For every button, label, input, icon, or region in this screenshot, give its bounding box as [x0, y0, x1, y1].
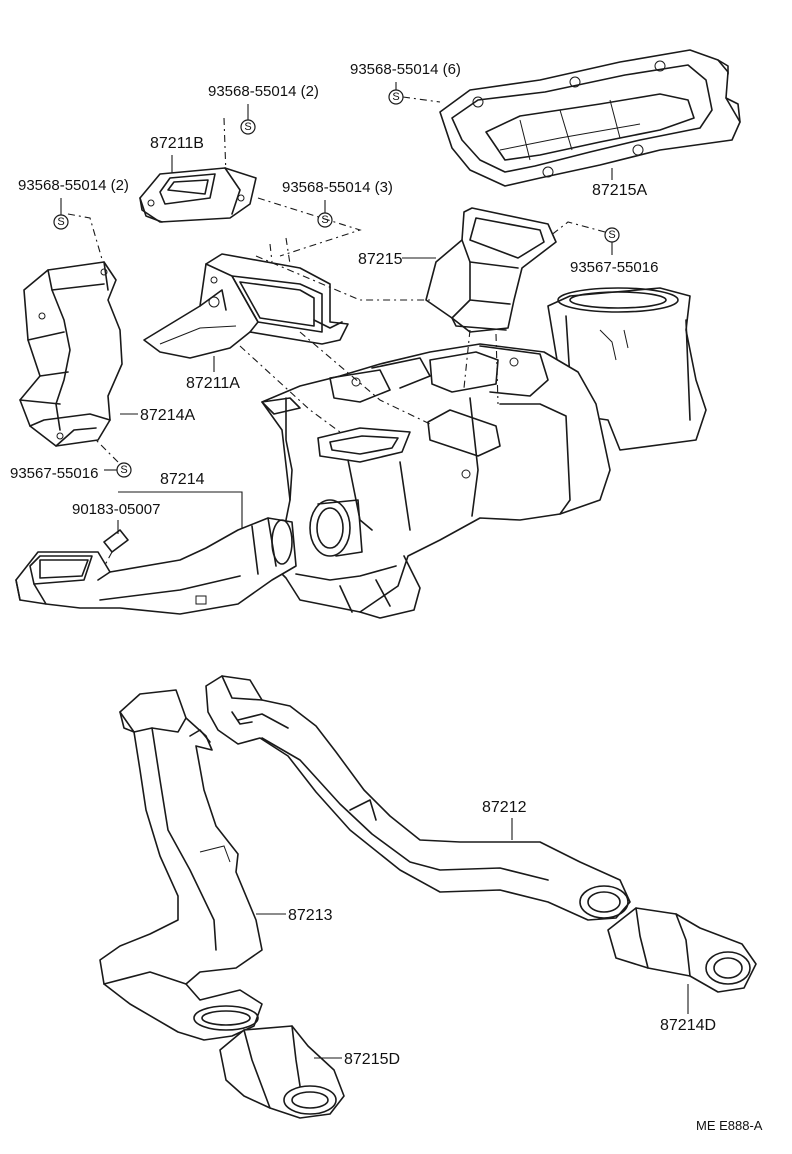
label-90183-05007: 90183-05007 — [72, 501, 160, 518]
svg-text:S: S — [321, 214, 328, 226]
leader-87214 — [118, 491, 243, 530]
part-87214d-shape — [607, 907, 757, 993]
label-87211b: 87211B — [150, 135, 204, 152]
part-87214a-shape — [19, 261, 123, 447]
part-87211a-shape — [143, 253, 349, 359]
dash-screw-6 — [402, 96, 441, 103]
label-93568-55014-6: 93568-55014 (6) — [350, 61, 461, 78]
label-87214d: 87214D — [660, 1017, 716, 1034]
dash-screw-2a — [223, 117, 227, 177]
part-87215d-shape — [219, 1025, 345, 1119]
dash-clip — [97, 551, 113, 579]
svg-text:S: S — [120, 464, 127, 476]
label-93568-55014-2a: 93568-55014 (2) — [208, 83, 319, 100]
dash-87215-to-case — [463, 329, 499, 405]
dash-screw-3 — [257, 197, 362, 257]
dash-87211a — [269, 237, 291, 265]
part-87213-shape — [99, 689, 263, 1041]
part-87212-shape — [205, 675, 631, 921]
label-87215a: 87215A — [592, 182, 647, 199]
clip-90183-shape — [103, 529, 129, 553]
svg-text:S: S — [244, 121, 251, 133]
dash-screw-2b — [67, 213, 105, 267]
dash-87211a-to-case — [239, 331, 431, 433]
label-93568-55014-2b: 93568-55014 (2) — [18, 177, 129, 194]
label-93568-55014-3: 93568-55014 (3) — [282, 179, 393, 196]
part-87215-shape — [425, 207, 557, 333]
label-87213: 87213 — [288, 907, 333, 924]
part-87211b-shape — [139, 167, 257, 223]
label-87211a: 87211A — [186, 375, 240, 392]
figure-code: ME E888-A — [696, 1118, 763, 1133]
dash-screw-16a — [549, 221, 606, 237]
label-93567-55016-a: 93567-55016 — [570, 259, 658, 276]
label-87214: 87214 — [160, 471, 205, 488]
label-93567-55016-b: 93567-55016 — [10, 465, 98, 482]
screw-s-circle-icon: S — [116, 462, 132, 478]
part-87214-shape — [15, 517, 297, 615]
part-87215a-shape — [439, 49, 741, 187]
screw-s-circle-icon: S — [604, 227, 620, 243]
svg-text:S: S — [392, 91, 399, 103]
dash-screw-16b — [95, 439, 119, 463]
label-87214a: 87214A — [140, 407, 195, 424]
label-87215d: 87215D — [344, 1051, 400, 1068]
dash-87211b-to-case — [255, 255, 430, 301]
screw-s-circle-icon: S — [317, 212, 333, 228]
screw-s-circle-icon: S — [388, 89, 404, 105]
screw-s-circle-icon: S — [240, 119, 256, 135]
svg-text:S: S — [608, 229, 615, 241]
label-87212: 87212 — [482, 799, 527, 816]
heater-unit-assembly — [261, 287, 707, 619]
screw-s-circle-icon: S — [53, 214, 69, 230]
label-87215: 87215 — [358, 251, 403, 268]
svg-text:S: S — [57, 216, 64, 228]
